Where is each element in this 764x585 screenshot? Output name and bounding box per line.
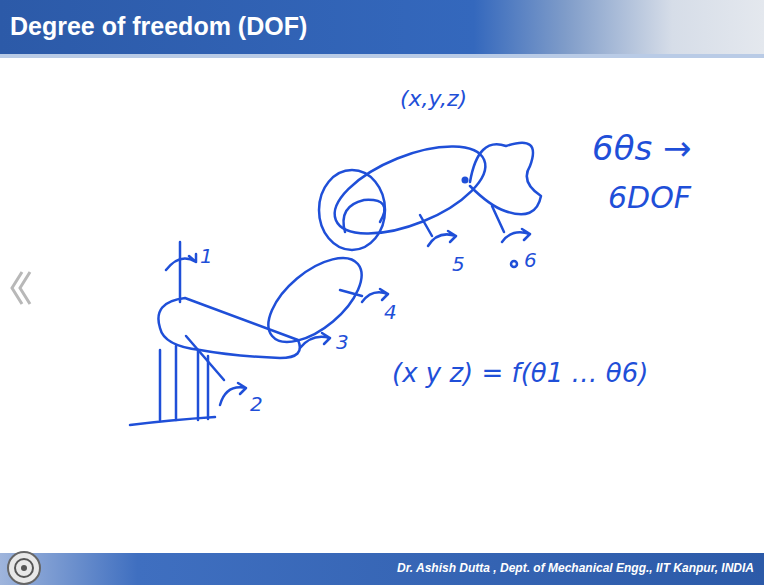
kinematics-equation: (x y z) = f(θ1 … θ6) — [392, 358, 648, 388]
header-rule — [0, 54, 764, 58]
slide-title: Degree of freedom (DOF) — [10, 12, 307, 41]
institute-logo — [8, 552, 40, 584]
footer-credit: Dr. Ashish Dutta , Dept. of Mechanical E… — [397, 561, 754, 575]
joint-count-note: 6θs → — [592, 128, 691, 168]
end-effector-point: (x,y,z) — [400, 86, 467, 111]
joint-number: 2 — [250, 392, 263, 416]
joint-number: 3 — [336, 330, 349, 354]
joint-number: 1 — [200, 244, 213, 268]
joint-number: 6 — [524, 248, 537, 272]
joint-number: 4 — [384, 300, 397, 324]
joint-number: 5 — [452, 252, 465, 276]
dof-note: 6DOF — [608, 180, 691, 215]
